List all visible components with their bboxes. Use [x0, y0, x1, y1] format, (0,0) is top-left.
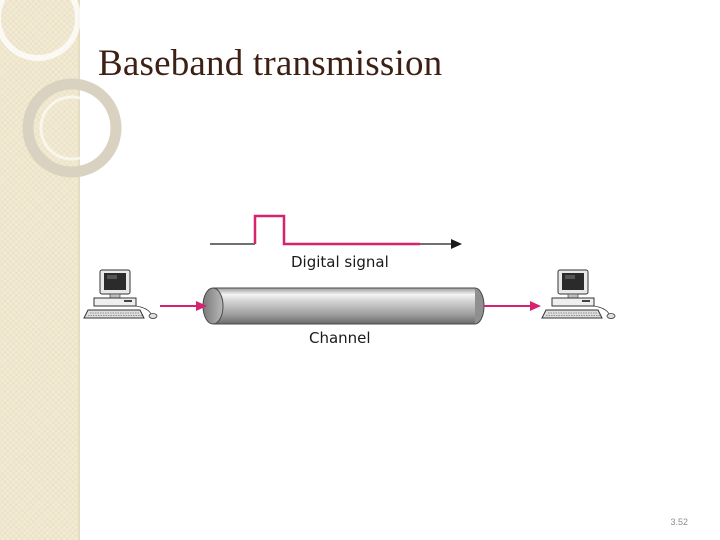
signal-label: Digital signal	[291, 253, 389, 271]
side-band-edge	[78, 0, 80, 540]
receiver-computer-icon	[541, 269, 616, 319]
signal-axis-arrowhead-icon	[451, 239, 462, 249]
slide-title: Baseband transmission	[98, 43, 443, 84]
channel-cylinder-icon	[202, 287, 485, 325]
digital-signal-waveform	[210, 214, 462, 249]
sender-computer-icon	[83, 269, 158, 319]
channel-label: Channel	[309, 329, 371, 347]
arrow-out-icon	[484, 301, 541, 311]
page-number: 3.52	[670, 517, 688, 527]
decorative-circles-icon	[0, 0, 122, 178]
pulse-waveform	[253, 214, 420, 246]
arrow-in-icon	[160, 301, 207, 311]
